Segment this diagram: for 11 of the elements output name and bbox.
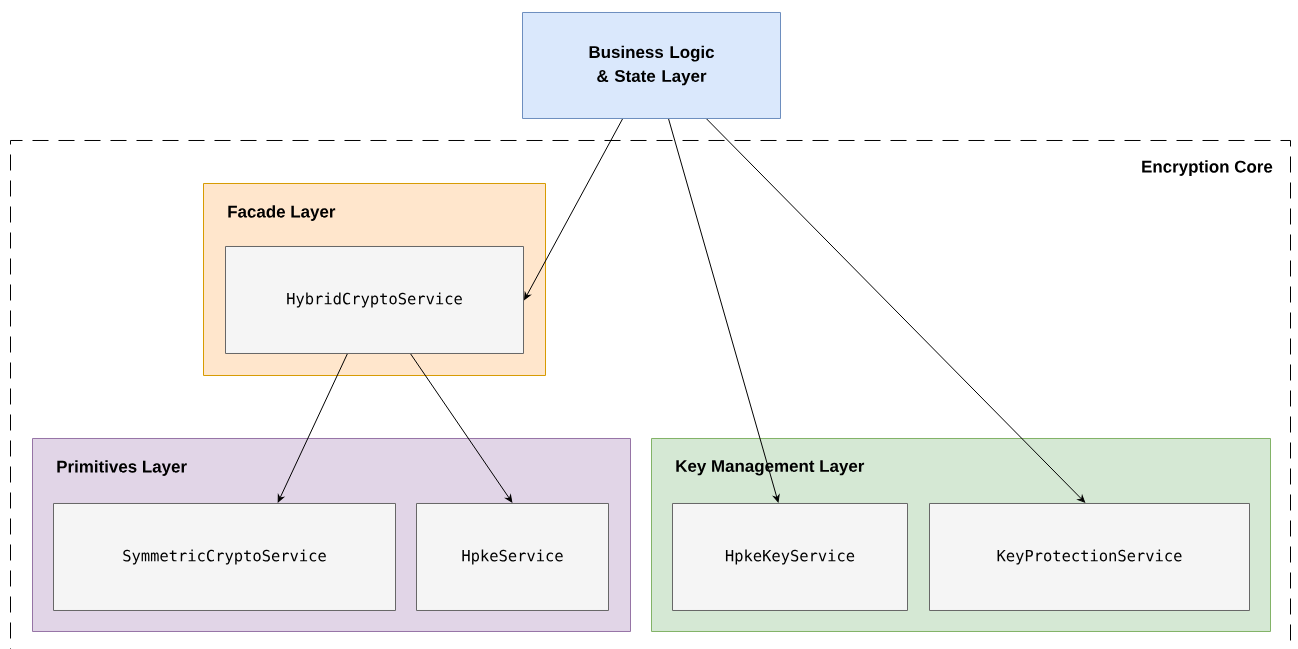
layer-box: Business Logic & State Layer <box>522 12 781 119</box>
arrow <box>668 118 780 503</box>
arrow <box>410 353 513 503</box>
arrow <box>524 118 623 300</box>
service-box: HybridCryptoService <box>225 246 524 354</box>
arrow <box>277 353 348 503</box>
service-box: KeyProtectionService <box>929 503 1250 611</box>
service-box: SymmetricCryptoService <box>53 503 396 611</box>
service-box: HpkeKeyService <box>672 503 908 611</box>
arrow <box>706 118 1086 503</box>
service-box: HpkeService <box>416 503 609 611</box>
